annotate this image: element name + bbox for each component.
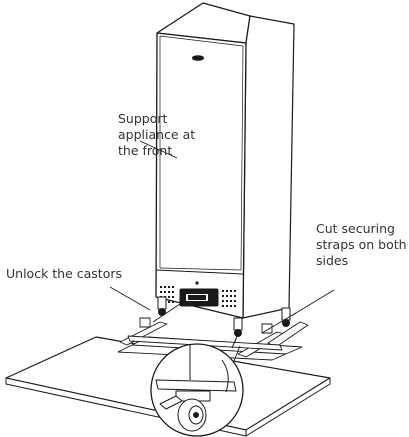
refrigerator-cabinet xyxy=(155,2,295,319)
castor-detail-magnifier xyxy=(150,333,244,437)
cut-straps-callout: Cut securing straps on both sides xyxy=(316,221,407,268)
control-panel xyxy=(179,288,219,307)
securing-straps xyxy=(152,303,297,334)
unlock-castors-callout: Unlock the castors xyxy=(6,266,123,281)
vent-grille-right xyxy=(222,290,236,307)
leader-lines xyxy=(109,140,335,317)
support-front-callout: Support appliance at the front xyxy=(118,111,196,158)
castors xyxy=(157,296,291,337)
